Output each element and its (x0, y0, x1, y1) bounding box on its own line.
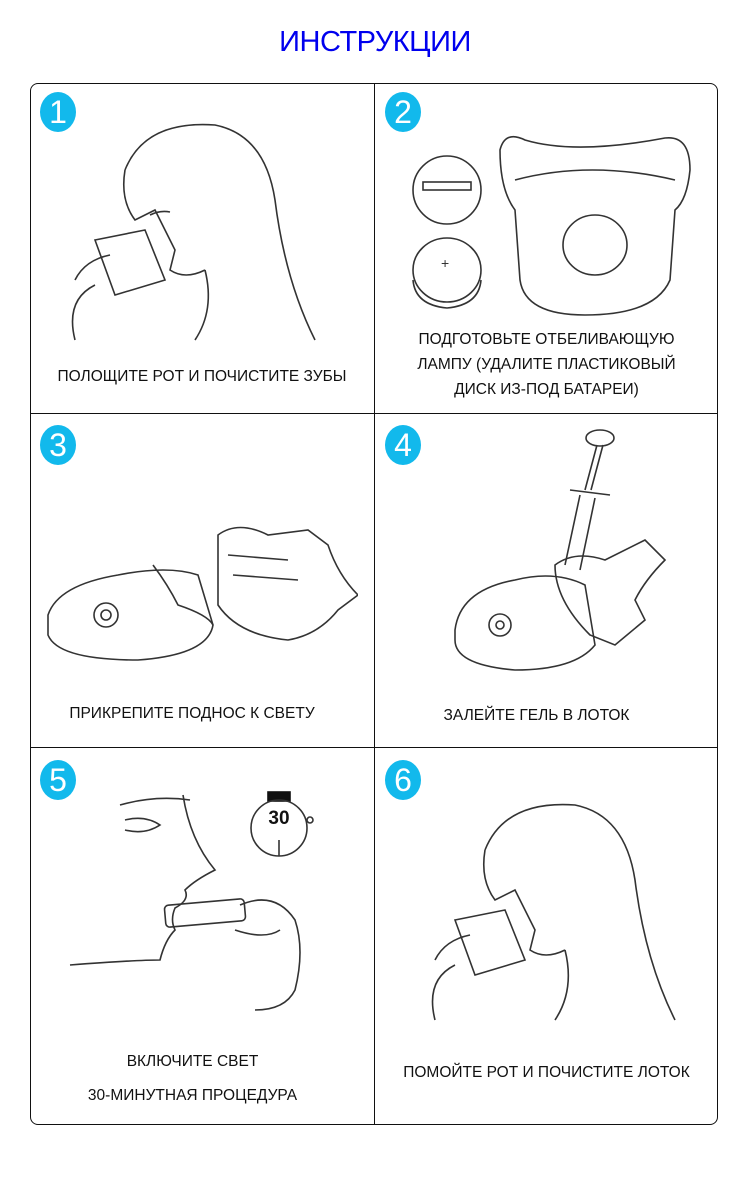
divider (30, 747, 718, 749)
step-4-caption: ЗАЛЕЙТЕ ГЕЛЬ В ЛОТОК (443, 707, 630, 724)
divider (374, 83, 376, 1125)
step-2-caption: ПОДГОТОВЬТЕ ОТБЕЛИВАЮЩУЮ ЛАМПУ (УДАЛИТЕ … (375, 327, 718, 402)
syringe-gel-illustration (454, 429, 667, 671)
step-3-badge: 3 (40, 425, 76, 465)
step-3-caption: ПРИКРЕПИТЕ ПОДНОС К СВЕТУ (69, 705, 315, 722)
step-6-caption: ПОМОЙТЕ РОТ И ПОЧИСТИТЕ ЛОТОК (403, 1064, 690, 1081)
caption-line: ДИСК ИЗ-ПОД БАТАРЕИ) (454, 381, 639, 398)
caption-line: ПОДГОТОВЬТЕ ОТБЕЛИВАЮЩУЮ (418, 331, 675, 348)
lamp-and-battery-disc-illustration (412, 135, 691, 316)
step-6-badge: 6 (385, 760, 421, 800)
woman-rinsing-illustration (71, 123, 316, 341)
step-5-badge: 5 (40, 760, 76, 800)
attach-tray-illustration (47, 526, 358, 661)
step-1-badge: 1 (40, 92, 76, 132)
step-2-badge: 2 (385, 92, 421, 132)
divider (30, 413, 718, 415)
caption-line: ЛАМПУ (УДАЛИТЕ ПЛАСТИКОВЫЙ (417, 356, 676, 373)
using-light-illustration (69, 794, 301, 1011)
step-5-caption: ВКЛЮЧИТЕ СВЕТ 30-МИНУТНАЯ ПРОЦЕДУРА (30, 1049, 355, 1108)
caption-line: 30-МИНУТНАЯ ПРОЦЕДУРА (87, 1087, 298, 1104)
timer-value: 30 (268, 808, 290, 829)
woman-rinsing-illustration (431, 803, 676, 1021)
step-4-badge: 4 (385, 425, 421, 465)
disc-plus-symbol: + (441, 255, 450, 271)
step-1-caption: ПОЛОЩИТЕ РОТ И ПОЧИСТИТЕ ЗУБЫ (57, 368, 347, 385)
caption-line: ВКЛЮЧИТЕ СВЕТ (126, 1053, 259, 1070)
page-title: ИНСТРУКЦИИ (279, 26, 471, 58)
timer-icon (250, 791, 314, 857)
